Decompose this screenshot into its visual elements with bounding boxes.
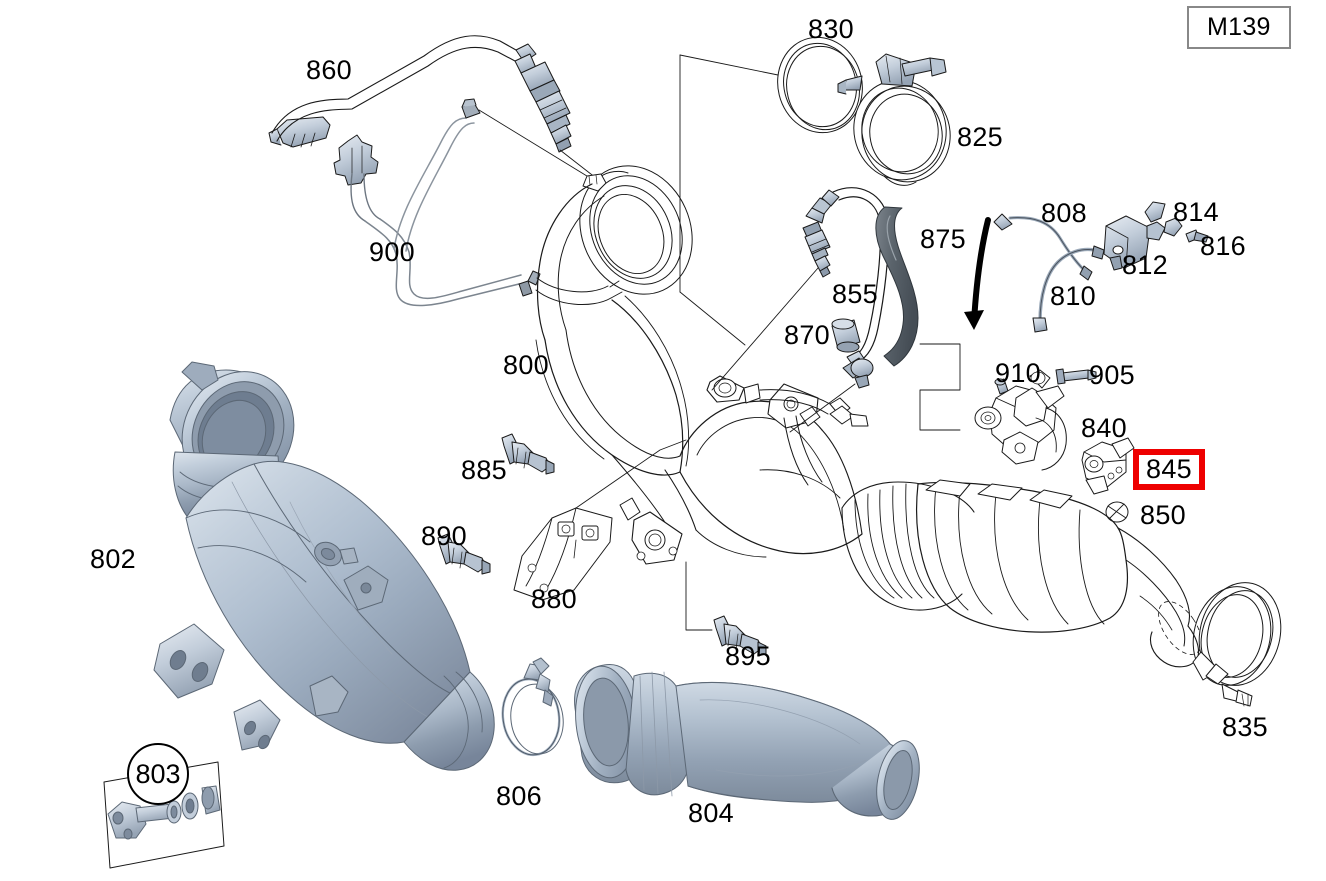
callout-label-910[interactable]: 910 <box>995 358 1041 388</box>
part-800-catalytic-converter-assembly <box>535 165 869 565</box>
callout-label-900[interactable]: 900 <box>369 237 415 267</box>
part-895-bolt <box>713 615 767 657</box>
callout-label-812[interactable]: 812 <box>1122 250 1168 280</box>
part-835-v-band-clamp <box>1192 582 1282 707</box>
callout-label-870[interactable]: 870 <box>784 320 830 350</box>
part-830-gasket-ring <box>777 36 863 134</box>
callout-label-830[interactable]: 830 <box>808 14 854 44</box>
callout-label-806[interactable]: 806 <box>496 781 542 811</box>
callout-label-808[interactable]: 808 <box>1041 198 1087 228</box>
callout-label-885[interactable]: 885 <box>461 455 507 485</box>
callout-label-895[interactable]: 895 <box>725 641 771 671</box>
part-850-nut <box>1105 501 1129 523</box>
callout-label-890[interactable]: 890 <box>421 521 467 551</box>
callout-label-825[interactable]: 825 <box>957 122 1003 152</box>
callout-label-840[interactable]: 840 <box>1081 413 1127 443</box>
callout-label-804[interactable]: 804 <box>688 798 734 828</box>
callout-label-860[interactable]: 860 <box>306 55 352 85</box>
part-875-rubber-hose <box>875 206 919 367</box>
assembly-direction-arrow <box>964 217 991 330</box>
part-900-wiring-harness <box>333 98 541 307</box>
part-810-coolant-tube <box>1032 245 1105 333</box>
part-808-coolant-tube <box>993 213 1093 281</box>
model-badge: M139 <box>1187 6 1291 49</box>
callout-label-803-circled[interactable]: 803 <box>127 743 189 805</box>
part-806-clamp <box>501 657 564 757</box>
callout-label-905[interactable]: 905 <box>1089 360 1135 390</box>
part-855-temperature-sensor <box>802 187 889 389</box>
callout-label-875[interactable]: 875 <box>920 224 966 254</box>
part-890-bolt <box>437 533 491 575</box>
callout-label-802[interactable]: 802 <box>90 544 136 574</box>
part-905-bolt <box>1055 368 1097 385</box>
callout-label-845-highlighted[interactable]: 845 <box>1133 449 1205 490</box>
part-880-mounting-bracket <box>513 507 613 601</box>
callout-label-880[interactable]: 880 <box>531 584 577 614</box>
part-804-downpipe <box>574 663 920 820</box>
rear-converter-bellows <box>841 479 1202 668</box>
part-803-detail-callout <box>103 761 225 869</box>
part-860-oxygen-sensor <box>268 35 572 153</box>
part-816-screw <box>1185 229 1209 243</box>
callout-label-810[interactable]: 810 <box>1050 281 1096 311</box>
part-825-v-band-clamp <box>837 53 951 186</box>
part-885-bolt <box>501 433 555 475</box>
callout-label-850[interactable]: 850 <box>1140 500 1186 530</box>
part-802-catalytic-converter <box>153 361 495 771</box>
callout-label-855[interactable]: 855 <box>832 279 878 309</box>
callout-label-814[interactable]: 814 <box>1173 197 1219 227</box>
part-845-exhaust-flap-actuator <box>1081 437 1135 495</box>
callout-label-816[interactable]: 816 <box>1200 231 1246 261</box>
part-814-clip <box>1144 201 1183 241</box>
part-870-grommet <box>831 318 861 353</box>
part-840-actuator-assembly <box>974 369 1067 471</box>
callout-label-800[interactable]: 800 <box>503 350 549 380</box>
callout-label-835[interactable]: 835 <box>1222 712 1268 742</box>
part-812-bracket <box>1103 215 1151 271</box>
